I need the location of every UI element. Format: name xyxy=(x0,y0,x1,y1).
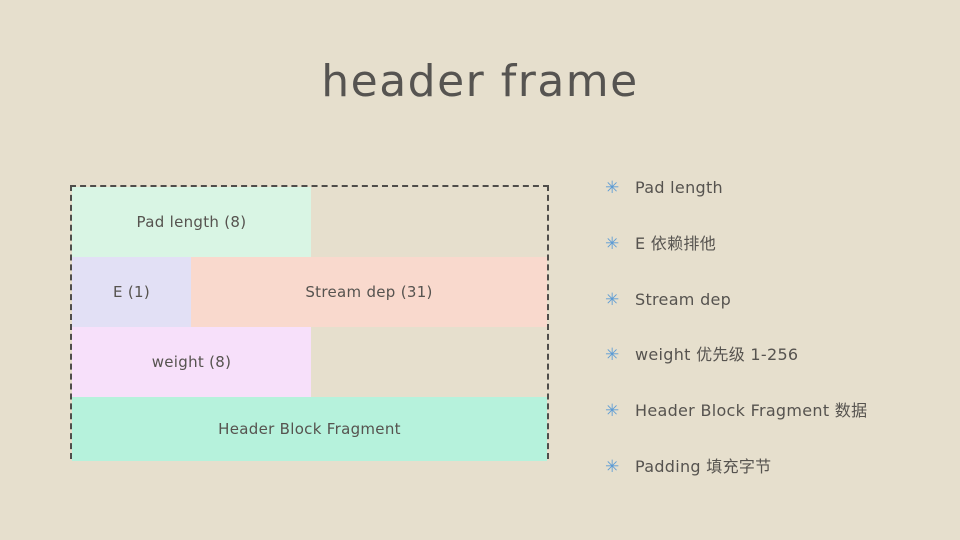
list-item-label: E 依赖排他 xyxy=(635,233,716,253)
list-item-label: Header Block Fragment 数据 xyxy=(635,401,868,421)
asterisk-bullet-icon: ✳ xyxy=(605,233,620,254)
asterisk-bullet-icon: ✳ xyxy=(605,456,620,477)
frame-field-header-block-fragment: Header Block Fragment xyxy=(72,397,547,461)
asterisk-bullet-icon: ✳ xyxy=(605,178,620,198)
list-item: ✳ Pad length xyxy=(605,178,945,234)
asterisk-bullet-icon: ✳ xyxy=(605,289,620,310)
frame-field-exclusive-flag: E (1) xyxy=(72,257,191,327)
page-title: header frame xyxy=(321,56,639,107)
list-item-label: Stream dep xyxy=(635,289,732,309)
frame-row-pad-length: Pad length (8) xyxy=(72,187,547,257)
frame-field-weight: weight (8) xyxy=(72,327,311,397)
list-item-label: weight 优先级 1-256 xyxy=(635,345,799,365)
header-frame-diagram: Pad length (8) E (1) Stream dep (31) wei… xyxy=(70,185,549,461)
frame-row-weight: weight (8) xyxy=(72,327,547,397)
list-item-label: Padding 填充字节 xyxy=(635,456,772,476)
frame-row-stream-dependency: E (1) Stream dep (31) xyxy=(72,257,547,327)
asterisk-bullet-icon: ✳ xyxy=(605,401,620,422)
list-item: ✳ weight 优先级 1-256 xyxy=(605,345,945,401)
asterisk-bullet-icon: ✳ xyxy=(605,345,620,366)
list-item: ✳ E 依赖排他 xyxy=(605,234,945,290)
list-item: ✳ Header Block Fragment 数据 xyxy=(605,401,945,457)
frame-field-stream-dep: Stream dep (31) xyxy=(191,257,547,327)
frame-field-pad-length: Pad length (8) xyxy=(72,187,311,257)
list-item-label: Pad length xyxy=(635,178,723,197)
list-item: ✳ Stream dep xyxy=(605,290,945,346)
field-description-list: ✳ Pad length ✳ E 依赖排他 ✳ Stream dep ✳ wei… xyxy=(605,178,945,513)
frame-row-header-block-fragment: Header Block Fragment xyxy=(72,397,547,461)
list-item: ✳ Padding 填充字节 xyxy=(605,457,945,513)
